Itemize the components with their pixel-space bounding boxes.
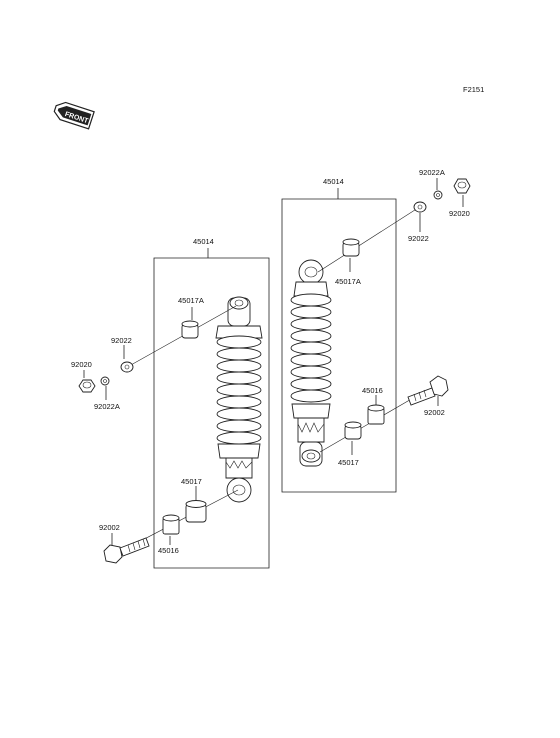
left-sleeve xyxy=(162,514,180,535)
label-right-washer: 92022 xyxy=(408,234,429,243)
figure-code: F2151 xyxy=(463,85,484,94)
right-collar-washer xyxy=(433,190,443,200)
right-shock-assembly: 45014 xyxy=(281,168,471,493)
left-shock-assembly: 45014 xyxy=(71,237,270,569)
right-nut xyxy=(453,178,471,194)
label-right-upper-bush: 45017A xyxy=(335,277,361,286)
label-left-bolt: 92002 xyxy=(99,523,120,532)
right-bolt xyxy=(407,375,449,406)
left-lower-bush xyxy=(185,500,207,523)
right-upper-bush xyxy=(342,238,360,257)
left-upper-axis xyxy=(121,305,237,371)
left-shock-absorber xyxy=(215,296,263,503)
label-right-sleeve: 45016 xyxy=(362,386,383,395)
label-right-collar-washer: 92022A xyxy=(419,168,445,177)
label-left-upper-bush: 45017A xyxy=(178,296,204,305)
label-right-lower-bush: 45017 xyxy=(338,458,359,467)
left-spring xyxy=(216,335,262,445)
label-left-nut: 92020 xyxy=(71,360,92,369)
label-left-sleeve: 45016 xyxy=(158,546,179,555)
right-washer xyxy=(413,201,427,213)
label-right-nut: 92020 xyxy=(449,209,470,218)
label-left-washer: 92022 xyxy=(111,336,132,345)
label-left-shock: 45014 xyxy=(193,237,214,246)
right-spring xyxy=(290,293,332,403)
label-left-collar-washer: 92022A xyxy=(94,402,120,411)
right-group-bracket xyxy=(281,198,397,493)
label-right-bolt: 92002 xyxy=(424,408,445,417)
right-shock-absorber xyxy=(290,259,332,467)
label-right-shock: 45014 xyxy=(323,177,344,186)
right-sleeve xyxy=(367,404,385,425)
left-washer xyxy=(120,361,134,373)
label-left-lower-bush: 45017 xyxy=(181,477,202,486)
left-nut xyxy=(78,379,96,393)
left-upper-bush xyxy=(181,320,199,339)
front-arrow-icon: FRONT xyxy=(53,101,95,130)
left-bolt xyxy=(103,537,150,564)
left-group-bracket xyxy=(153,257,270,569)
right-lower-bush xyxy=(344,421,362,440)
right-upper-axis xyxy=(317,207,419,273)
left-collar-washer xyxy=(100,376,110,386)
